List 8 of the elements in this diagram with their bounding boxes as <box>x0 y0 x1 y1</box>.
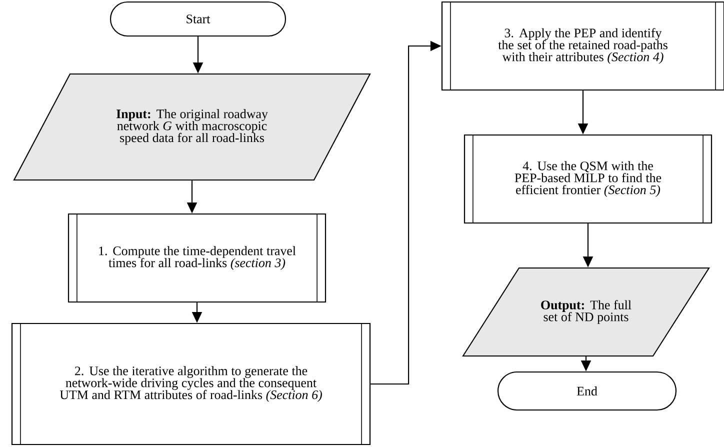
process-box: 2. Use the iterative algorithm to generate the network-wide driving cycles and the consequent UTM and RTM attributes of road-links (Section 6) <box>11 322 371 446</box>
output-parallelogram: Output: The full set of ND points <box>462 267 710 357</box>
input-parallelogram: Input: The original roadway network G with macroscopic speed data for all road-links <box>13 73 371 181</box>
process-box: 1. Compute the time-dependent travel times for all road-links (section 3) <box>68 213 326 303</box>
start-terminator: Start <box>110 1 286 37</box>
process-box: 3. Apply the PEP and identify the set of the retained road-paths with their attributes (Section 4) <box>441 1 724 91</box>
end-terminator: End <box>497 371 677 411</box>
process-box: 4. Use the QSM with the PEP-based MILP to find the efficient frontier (Section 5) <box>464 134 712 224</box>
